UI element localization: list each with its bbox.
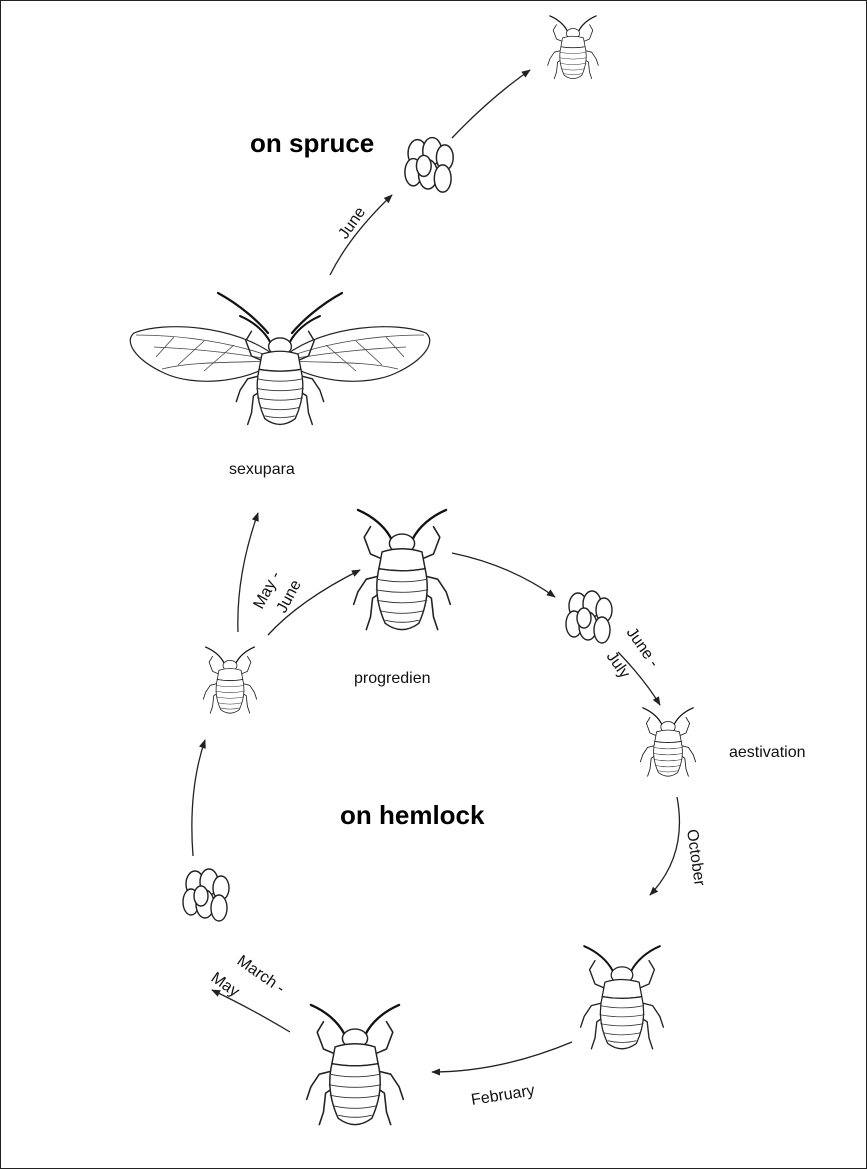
sexupara-label: sexupara xyxy=(229,461,295,478)
october-label: October xyxy=(683,828,708,887)
arrow-to-sexupara xyxy=(238,513,258,632)
june-july-label-line2: July xyxy=(603,649,633,682)
march-may-label-line1: March - xyxy=(234,952,288,997)
arrow-to-spruce-nymph xyxy=(452,70,530,138)
arrow-to-february-adult xyxy=(432,1042,572,1072)
aestivation-nymph-icon xyxy=(640,708,695,776)
sexupara-winged-icon xyxy=(130,293,430,424)
progredien-label: progredien xyxy=(354,670,431,687)
on-hemlock-label: on hemlock xyxy=(340,800,485,830)
summer-eggs-icon xyxy=(566,591,612,643)
june-label: June xyxy=(335,204,369,242)
aestivation-label: aestivation xyxy=(729,744,806,761)
arrow-to-summer-eggs xyxy=(452,553,555,597)
spruce-eggs-icon xyxy=(405,138,453,193)
arrow-to-spring-nymph xyxy=(192,740,205,856)
on-spruce-label: on spruce xyxy=(250,128,374,158)
sistens-adult-icon xyxy=(581,946,664,1049)
spring-nymph-icon xyxy=(203,647,256,713)
progredien-icon xyxy=(354,510,451,630)
february-label: February xyxy=(470,1082,536,1109)
spruce-nymph-icon xyxy=(548,16,599,79)
overwintering-adult-icon xyxy=(307,1005,404,1125)
spring-eggs-icon xyxy=(183,869,229,921)
arrow-to-sistens xyxy=(650,797,679,895)
